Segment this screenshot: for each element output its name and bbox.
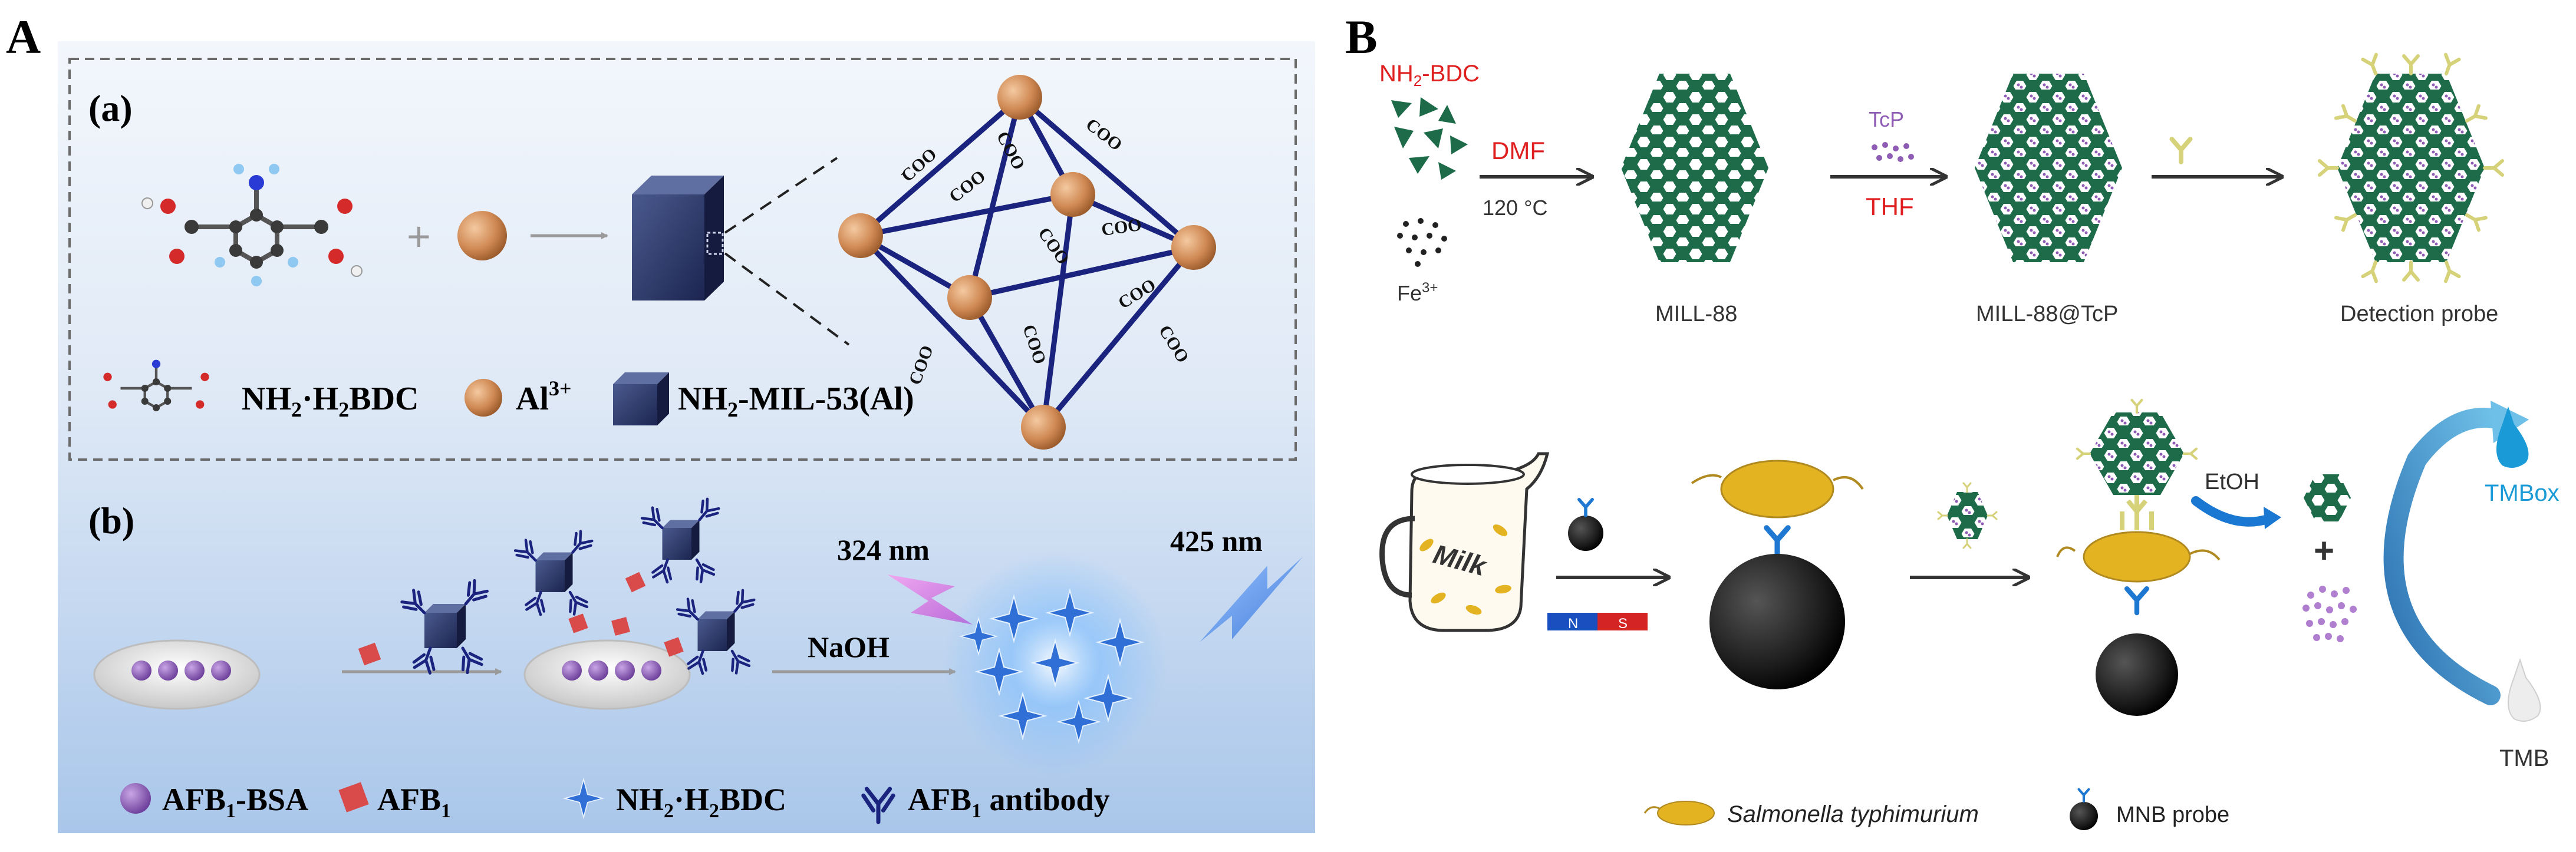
legend-afb-text: AFB1 — [377, 782, 451, 822]
mill88-crystal — [1621, 74, 1768, 262]
panel-b: B NH2-BDC Fe3+ DMF 120 °C MILL-88 TcP — [1345, 10, 2559, 830]
emission-bolt — [1200, 557, 1303, 642]
legend-mnb-icon — [2070, 802, 2098, 830]
octahedron-framework — [858, 94, 1197, 430]
excitation-label: 324 nm — [837, 533, 930, 566]
mill88-tcp-label: MILL-88@TcP — [1976, 302, 2118, 326]
legend-bacteria-icon — [1657, 801, 1715, 825]
etoh-label: EtOH — [2205, 470, 2259, 494]
mnb-probe-icon — [1568, 516, 1603, 551]
legend-antibody-text: AFB1 antibody — [908, 782, 1110, 822]
panel-a-label: A — [6, 10, 41, 64]
tmb-oxidation-arc — [2383, 407, 2503, 705]
milk-jug: Milk — [1379, 452, 1550, 632]
probe-reagent-icon — [1937, 482, 1998, 549]
legend-mof-text: NH2-MIL-53(Al) — [678, 381, 914, 421]
captured-bacteria — [1691, 460, 1864, 689]
dmf-label: DMF — [1491, 137, 1545, 164]
afb1-toxin-icon — [358, 642, 381, 666]
bound-conjugates — [514, 498, 756, 675]
svg-text:S: S — [1618, 616, 1628, 632]
sub-a-label: (a) — [88, 87, 133, 129]
sub-a-frame — [68, 58, 1297, 461]
fe-dots — [1397, 218, 1447, 267]
sub-a-legend: NH2·H2BDC Al3+ NH2-MIL-53(Al) — [103, 359, 914, 425]
sandwich-complex — [2056, 400, 2221, 716]
thf-label: THF — [1866, 193, 1914, 220]
plus-sign-b: + — [2314, 531, 2334, 570]
legend-bsa-text: AFB1-BSA — [162, 782, 308, 822]
svg-text:N: N — [1568, 616, 1578, 632]
nh2-bdc-molecule — [141, 164, 363, 286]
sub-b-label: (b) — [88, 500, 134, 541]
magnet: N S — [1547, 613, 1648, 632]
legend-bsa-icon — [120, 783, 151, 814]
dish-1 — [93, 639, 261, 710]
panel-b-label: B — [1345, 10, 1378, 64]
ligand-triangles — [1391, 97, 1468, 180]
legend-cube-icon — [613, 372, 669, 425]
tcp-dots — [1872, 142, 1914, 162]
etoh-arrow — [2191, 496, 2274, 527]
fe-label: Fe3+ — [1397, 280, 1438, 305]
released-mof — [2304, 474, 2351, 521]
legend-afb-icon — [338, 782, 369, 813]
zoom-line-top — [724, 157, 838, 234]
panel-b-legend: Salmonella typhimurium MNB probe — [1643, 790, 2229, 830]
dish-2 — [523, 572, 691, 710]
tcp-label: TcP — [1869, 107, 1904, 131]
legend-ligand-text: NH2·H2BDC — [242, 381, 419, 421]
plus-sign: + — [407, 213, 431, 259]
tmbox-label: TMBox — [2485, 480, 2559, 506]
detection-probe — [2320, 55, 2502, 282]
temperature-label: 120 °C — [1483, 196, 1547, 220]
released-tcp — [2302, 586, 2357, 642]
naoh-label: NaOH — [808, 630, 890, 663]
octahedron-nodes — [838, 75, 1216, 450]
fluorescent-ligands — [943, 551, 1167, 775]
tmb-drop — [2508, 658, 2541, 722]
panel-a: A (a) + — [6, 10, 1315, 833]
legend-al-icon — [465, 379, 502, 417]
legend-bacteria-text: Salmonella typhimurium — [1727, 801, 1979, 827]
excitation-bolt — [887, 574, 973, 625]
legend-al-text: Al3+ — [516, 377, 572, 417]
mof-cube — [632, 176, 724, 300]
sub-b-legend: AFB1-BSA AFB1 NH2·H2BDC AFB1 antibody — [120, 778, 1110, 822]
tmb-label: TMB — [2499, 745, 2549, 771]
al-ion-ball — [457, 211, 507, 260]
legend-ligand-b-text: NH2·H2BDC — [616, 782, 786, 822]
detection-probe-label: Detection probe — [2340, 302, 2498, 326]
emission-label: 425 nm — [1170, 524, 1263, 557]
legend-molecule-icon — [103, 359, 209, 411]
nh2-bdc-label: NH2-BDC — [1379, 61, 1480, 90]
tmbox-drop — [2496, 407, 2529, 468]
mill88-tcp-crystal — [1975, 74, 2122, 262]
legend-mnb-text: MNB probe — [2116, 803, 2229, 827]
zoom-line-bottom — [724, 252, 850, 346]
mill88-label: MILL-88 — [1655, 302, 1737, 326]
conjugate-probe — [400, 579, 489, 674]
antibody-reagent-icon — [2172, 139, 2190, 162]
